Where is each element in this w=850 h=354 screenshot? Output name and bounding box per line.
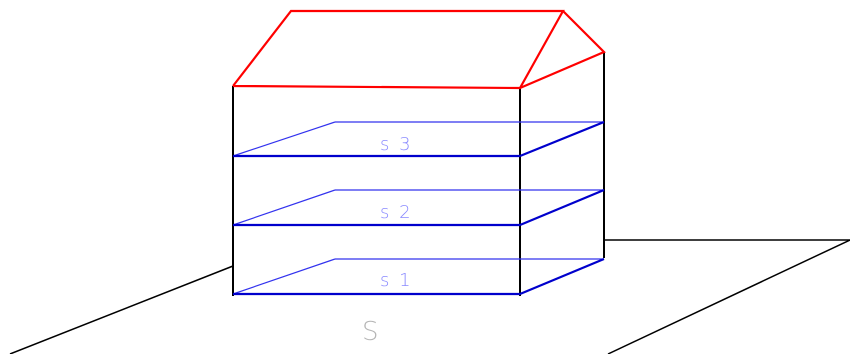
roof-side-face [519,10,606,90]
floor-s3-right [519,120,605,158]
floor-label-s1: s 1 [380,270,413,291]
floor-slab-s2 [232,188,605,227]
floor-s1-back-left [232,258,336,295]
floor-label-s3: s 3 [380,134,413,155]
floor-slab-s3 [232,120,605,158]
floor-s3-back-left [232,121,336,157]
floor-label-s2: s 2 [380,202,413,223]
ground-right-edge [607,239,850,354]
ground-plane [9,239,850,354]
floor-slab-s1 [232,257,605,296]
roof-front-face [232,9,565,90]
ground-left-edge [9,265,234,354]
floor-s2-back-left [232,189,336,226]
building-walls [232,52,605,296]
floor-s1-right [519,257,605,296]
roof [232,9,606,90]
floor-s2-right [519,188,605,227]
ground-label: S [362,317,379,347]
